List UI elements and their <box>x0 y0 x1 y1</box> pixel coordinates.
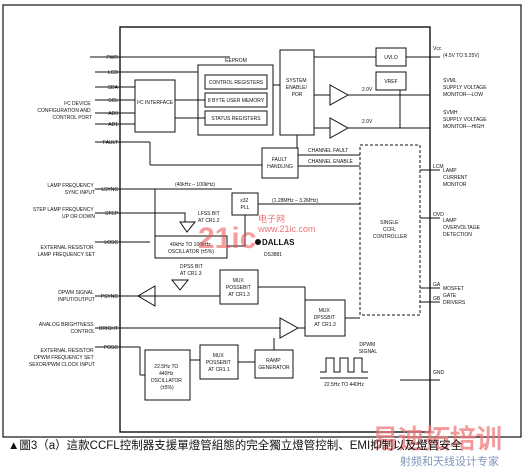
label-lamp-current: LAMP CURRENT MONITOR <box>443 168 469 188</box>
dpwm-oscillator-block <box>144 349 191 401</box>
label-step-freq: STEP LAMP FREQUENCY UP OR DOWN <box>33 207 95 220</box>
x32-pll-block <box>231 192 259 216</box>
system-enable-por-label: SYSTEM ENABLE/ POR <box>286 78 309 98</box>
eeprom-label: EEPROM <box>225 58 247 64</box>
right-pins: Vcc LCM OVD GA GB GND <box>400 46 445 381</box>
dallas-brand: DALLAS <box>262 238 295 247</box>
label-analog-brightness: ANALOG BRIGHTNESS CONTROL <box>39 322 95 335</box>
dallas-logo-icon <box>255 239 261 245</box>
watermark-brand: 易迪拓培训 <box>372 424 502 454</box>
watermark-21ic-url: www.21ic.com <box>257 224 316 234</box>
dpwm-waveform <box>320 357 368 373</box>
i2c-interface-label: I²C INTERFACE <box>137 100 174 106</box>
i2c-interface-block <box>134 79 176 133</box>
pin-lsync: LSYNC <box>101 187 118 193</box>
pin-pwr: PWR <box>106 55 118 61</box>
pin-ga: GA <box>433 282 441 288</box>
brightness-comparator <box>279 317 300 339</box>
figure-caption: ▲圖3（a）這款CCFL控制器支援單燈管組態的完全獨立燈管控制、EMI抑制以及燈… <box>8 438 463 452</box>
pin-vcc: Vcc <box>433 46 442 52</box>
dpwm-mux-2 <box>304 299 346 337</box>
control-registers-label: CONTROL REGISTERS <box>209 80 264 86</box>
dpwm-mux-2-label: MUX DPSSBIT AT CR1.3 <box>314 308 337 328</box>
psync-buffer <box>137 285 156 307</box>
fault-handling-block <box>261 147 299 179</box>
lfss-bit-label: LFSS BIT AT CR1.2 <box>198 211 221 224</box>
label-lamp-freq-sync: LAMP FREQUENCY SYNC INPUT <box>47 183 95 196</box>
pin-step: STEP <box>105 211 119 217</box>
vref-block <box>375 71 407 91</box>
dpwm-mux-3 <box>199 344 239 380</box>
fault-handling-label: FAULT HANDLING <box>267 157 293 170</box>
pin-fault: FAULT <box>103 140 118 146</box>
dpss-buffer <box>170 279 190 291</box>
dpwm-mux-3-label: MUX POSSEBIT AT CR1.1 <box>206 353 232 373</box>
right-labels: (4.5V TO 5.25V) SVML SUPPLY VOLTAGE MONI… <box>443 53 488 306</box>
pin-ad0: AD0 <box>108 111 118 117</box>
label-lamp-ovd: LAMP OVERVOLTAGE DETECTION <box>443 218 481 238</box>
ramp-generator-label: RAMP GENERATOR <box>258 358 290 371</box>
status-registers-label: STATUS REGISTERS <box>211 116 261 122</box>
lamp-oscillator-label: 40kHz TO 100kHz OSCILLATOR (±5%) <box>168 242 214 255</box>
label-ext-resistor-lamp: EXTERNAL RESISTOR LAMP FREQUENCY SET <box>38 245 95 258</box>
channel-fault-label: CHANNEL FAULT <box>308 148 348 154</box>
left-labels: I²C DEVICE CONFIGURATION AND CONTROL POR… <box>29 101 96 368</box>
label-ext-resistor-dpwm: EXTERNAL RESISTOR DPWM FREQUENCY SET SEX… <box>29 348 95 368</box>
pin-posc: POSC <box>104 345 119 351</box>
pin-ad1: AD1 <box>108 122 118 128</box>
pin-gnd: GND <box>433 370 445 376</box>
user-memory-label: 8 BYTE USER MEMORY <box>208 98 265 104</box>
pin-ovd: OVD <box>433 212 444 218</box>
pin-lcd: LCD <box>108 70 118 76</box>
dpwm-signal-label: DPWM SIGNAL <box>359 342 378 355</box>
freq-range-top: (40kHz – 100kHz) <box>175 182 215 188</box>
pin-losc: LOSC <box>104 240 118 246</box>
ramp-generator-block <box>254 349 294 379</box>
dpwm-mux-1-label: MUX POSSEBIT AT CR1.3 <box>226 278 252 298</box>
chip-part-number: DS3881 <box>264 252 282 258</box>
single-ccfl-controller-label: SINGLE CCFL CONTROLLER <box>373 220 408 240</box>
label-vcc-range: (4.5V TO 5.25V) <box>443 53 480 59</box>
ref-voltage-1: 2.0V <box>362 87 373 93</box>
watermark-21ic-cn: 电子网 <box>258 213 285 224</box>
dpwm-range-label: 22.5Hz TO 440Hz <box>324 382 364 388</box>
single-ccfl-controller-block <box>359 144 421 316</box>
left-pins: PWR LCD SDA SCL AD0 AD1 FAULT LSYNC STEP… <box>90 55 280 351</box>
pin-scl: SCL <box>108 98 118 104</box>
watermark-21ic: 21ic <box>198 222 256 255</box>
pin-lcm: LCM <box>433 164 444 170</box>
ref-voltage-2: 2.0V <box>362 119 373 125</box>
label-dpwm-sync: DPWM SIGNAL INPUT/OUTPUT <box>58 290 95 303</box>
label-svmh: SVMH SUPPLY VOLTAGE MONITOR—HIGH <box>443 110 488 130</box>
pin-sda: SDA <box>108 85 119 91</box>
channel-enable-label: CHANNEL ENABLE <box>308 159 353 165</box>
label-i2c-port: I²C DEVICE CONFIGURATION AND CONTROL POR… <box>37 101 92 121</box>
pll-freq-range: (1.28MHz – 3.2MHz) <box>272 198 318 204</box>
pin-psync: PSYNC <box>101 294 119 300</box>
vref-label: VREF <box>384 79 397 85</box>
control-registers-block <box>204 74 268 90</box>
dpss-bit-label: DPSS BIT AT CR1.3 <box>180 264 204 277</box>
pin-bright: BRIGHT <box>99 326 118 332</box>
label-mosfet: MOSFET GATE DRIVERS <box>443 286 466 306</box>
dpwm-oscillator-label: 22.5Hz TO 440Hz OSCILLATOR (±5%) <box>151 364 184 391</box>
chip-outline <box>119 26 431 433</box>
system-enable-por-block <box>279 49 315 136</box>
watermark-brand-tagline: 射频和天线设计专家 <box>400 454 499 468</box>
lfss-buffer <box>179 221 197 233</box>
uvlo-label: UVLO <box>384 55 398 61</box>
label-svml: SVML SUPPLY VOLTAGE MONITOR—LOW <box>443 78 488 98</box>
lamp-oscillator-block <box>154 235 228 259</box>
x32-pll-label: x32 PLL <box>240 198 249 211</box>
pin-gb: GB <box>433 296 441 302</box>
